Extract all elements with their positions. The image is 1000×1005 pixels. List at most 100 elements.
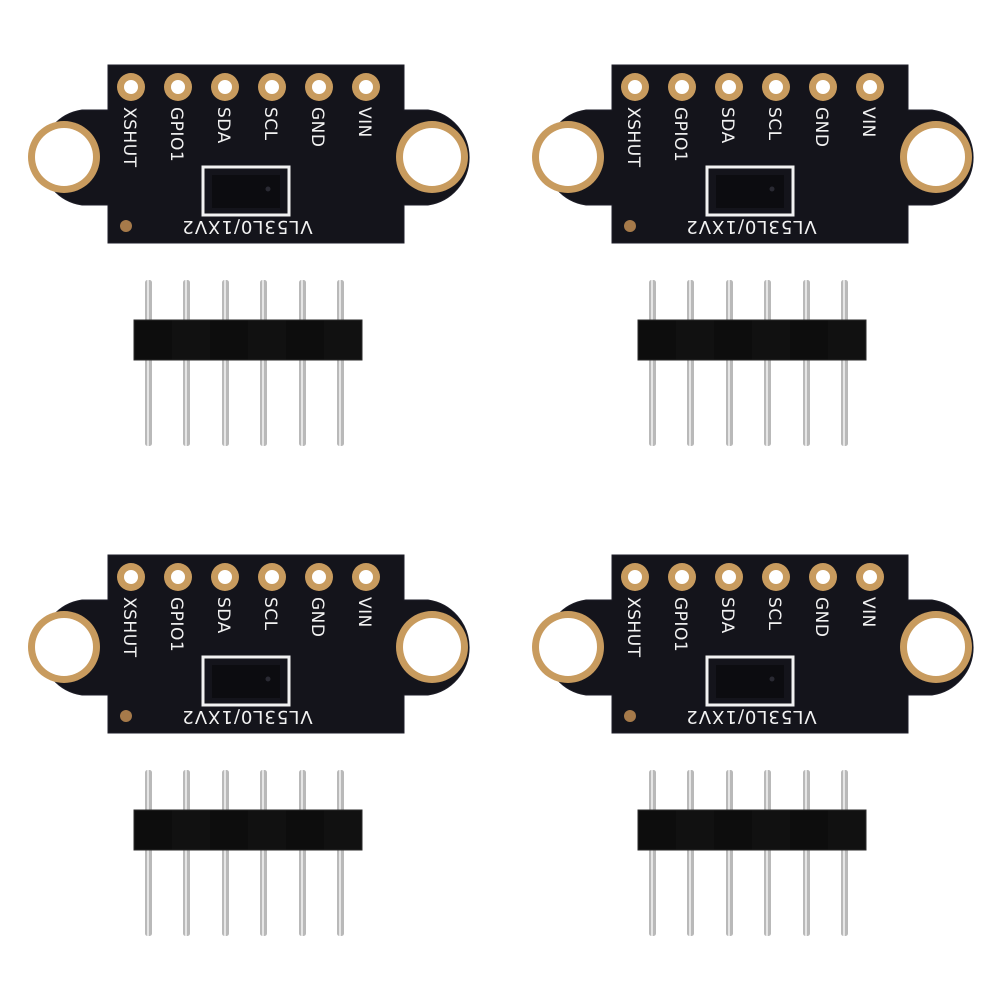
header-pin-4	[260, 280, 267, 446]
header-pin-3	[726, 280, 733, 446]
header-pin-3	[726, 770, 733, 936]
pad-4	[258, 563, 286, 591]
pad-3	[211, 73, 239, 101]
pin-label-3: SDA	[213, 597, 233, 634]
pin-header	[637, 280, 867, 446]
pin-label-2: GPIO1	[670, 107, 690, 162]
pin-label-1: XSHUT	[623, 597, 643, 658]
pin-label-3: SDA	[717, 597, 737, 634]
fiducial-dot	[120, 220, 132, 232]
pad-2	[164, 563, 192, 591]
pad-6	[856, 73, 884, 101]
mounting-hole-right	[396, 611, 468, 683]
header-pin-2	[183, 280, 190, 446]
part-number: VL53L0/1XV2	[685, 706, 816, 727]
header-plastic	[133, 319, 363, 361]
pin-label-2: GPIO1	[166, 107, 186, 162]
pin-header	[133, 280, 363, 446]
pad-5	[809, 563, 837, 591]
sensor-board-svg: XSHUT GPIO1 SDA SCL GND VIN VL53L0/1XV2	[532, 554, 974, 936]
pin-pads	[117, 563, 380, 591]
pad-3	[715, 563, 743, 591]
pin-label-4: SCL	[260, 107, 280, 141]
pin-header	[637, 770, 867, 936]
header-pin-5	[299, 770, 306, 936]
sensor-chip	[705, 165, 795, 217]
pin-pads	[117, 73, 380, 101]
header-pin-6	[337, 770, 344, 936]
header-pin-1	[145, 280, 152, 446]
header-pin-5	[299, 280, 306, 446]
pad-1	[621, 73, 649, 101]
mounting-hole-right	[900, 611, 972, 683]
header-pin-3	[222, 280, 229, 446]
header-pin-1	[649, 770, 656, 936]
pin-label-5: GND	[811, 107, 831, 147]
pad-1	[117, 73, 145, 101]
pin-label-2: GPIO1	[166, 597, 186, 652]
pad-3	[715, 73, 743, 101]
header-pin-1	[145, 770, 152, 936]
fiducial-dot	[624, 710, 636, 722]
sensor-board-svg: XSHUT GPIO1 SDA SCL GND VIN VL53L0/1XV2	[532, 64, 974, 446]
header-pin-6	[337, 280, 344, 446]
part-number: VL53L0/1XV2	[181, 216, 312, 237]
header-plastic	[637, 809, 867, 851]
mounting-hole-left	[28, 611, 100, 683]
pin-label-1: XSHUT	[119, 597, 139, 658]
pin-label-4: SCL	[764, 107, 784, 141]
sensor-chip	[201, 165, 291, 217]
pin-label-1: XSHUT	[623, 107, 643, 168]
pin-pads	[621, 563, 884, 591]
sensor-kit-3: XSHUT GPIO1 SDA SCL GND VIN VL53L0/1XV2	[16, 545, 496, 1005]
header-pin-6	[841, 280, 848, 446]
header-plastic	[133, 809, 363, 851]
pad-4	[258, 73, 286, 101]
part-number: VL53L0/1XV2	[181, 706, 312, 727]
part-number: VL53L0/1XV2	[685, 216, 816, 237]
pad-5	[305, 73, 333, 101]
mounting-hole-left	[532, 611, 604, 683]
pad-2	[668, 73, 696, 101]
sensor-board-svg: XSHUT GPIO1 SDA SCL GND VIN VL53L0/1XV2	[28, 64, 470, 446]
header-pin-4	[764, 770, 771, 936]
header-pin-1	[649, 280, 656, 446]
mounting-hole-right	[396, 121, 468, 193]
header-pin-2	[183, 770, 190, 936]
header-pin-5	[803, 770, 810, 936]
pin-label-4: SCL	[260, 597, 280, 631]
pad-6	[856, 563, 884, 591]
mounting-hole-right	[900, 121, 972, 193]
pad-4	[762, 563, 790, 591]
sensor-kit-1: XSHUT GPIO1 SDA SCL GND VIN VL53L0/1XV2	[16, 55, 496, 515]
pin-label-5: GND	[811, 597, 831, 637]
sensor-kit-4: XSHUT GPIO1 SDA SCL GND VIN VL53L0/1XV2	[520, 545, 1000, 1005]
pad-3	[211, 563, 239, 591]
pin-header	[133, 770, 363, 936]
header-pin-5	[803, 280, 810, 446]
mounting-hole-left	[532, 121, 604, 193]
pad-5	[305, 563, 333, 591]
pad-5	[809, 73, 837, 101]
header-pin-3	[222, 770, 229, 936]
pad-6	[352, 73, 380, 101]
pad-6	[352, 563, 380, 591]
pad-1	[117, 563, 145, 591]
sensor-chip	[201, 655, 291, 707]
pin-label-6: VIN	[354, 107, 374, 138]
sensor-chip	[705, 655, 795, 707]
header-plastic	[637, 319, 867, 361]
header-pin-4	[260, 770, 267, 936]
pad-2	[164, 73, 192, 101]
fiducial-dot	[624, 220, 636, 232]
pad-1	[621, 563, 649, 591]
pin-label-3: SDA	[213, 107, 233, 144]
header-pin-4	[764, 280, 771, 446]
pin-label-2: GPIO1	[670, 597, 690, 652]
pin-label-5: GND	[307, 107, 327, 147]
mounting-hole-left	[28, 121, 100, 193]
pin-label-5: GND	[307, 597, 327, 637]
sensor-kit-2: XSHUT GPIO1 SDA SCL GND VIN VL53L0/1XV2	[520, 55, 1000, 515]
pad-2	[668, 563, 696, 591]
sensor-board-svg: XSHUT GPIO1 SDA SCL GND VIN VL53L0/1XV2	[28, 554, 470, 936]
